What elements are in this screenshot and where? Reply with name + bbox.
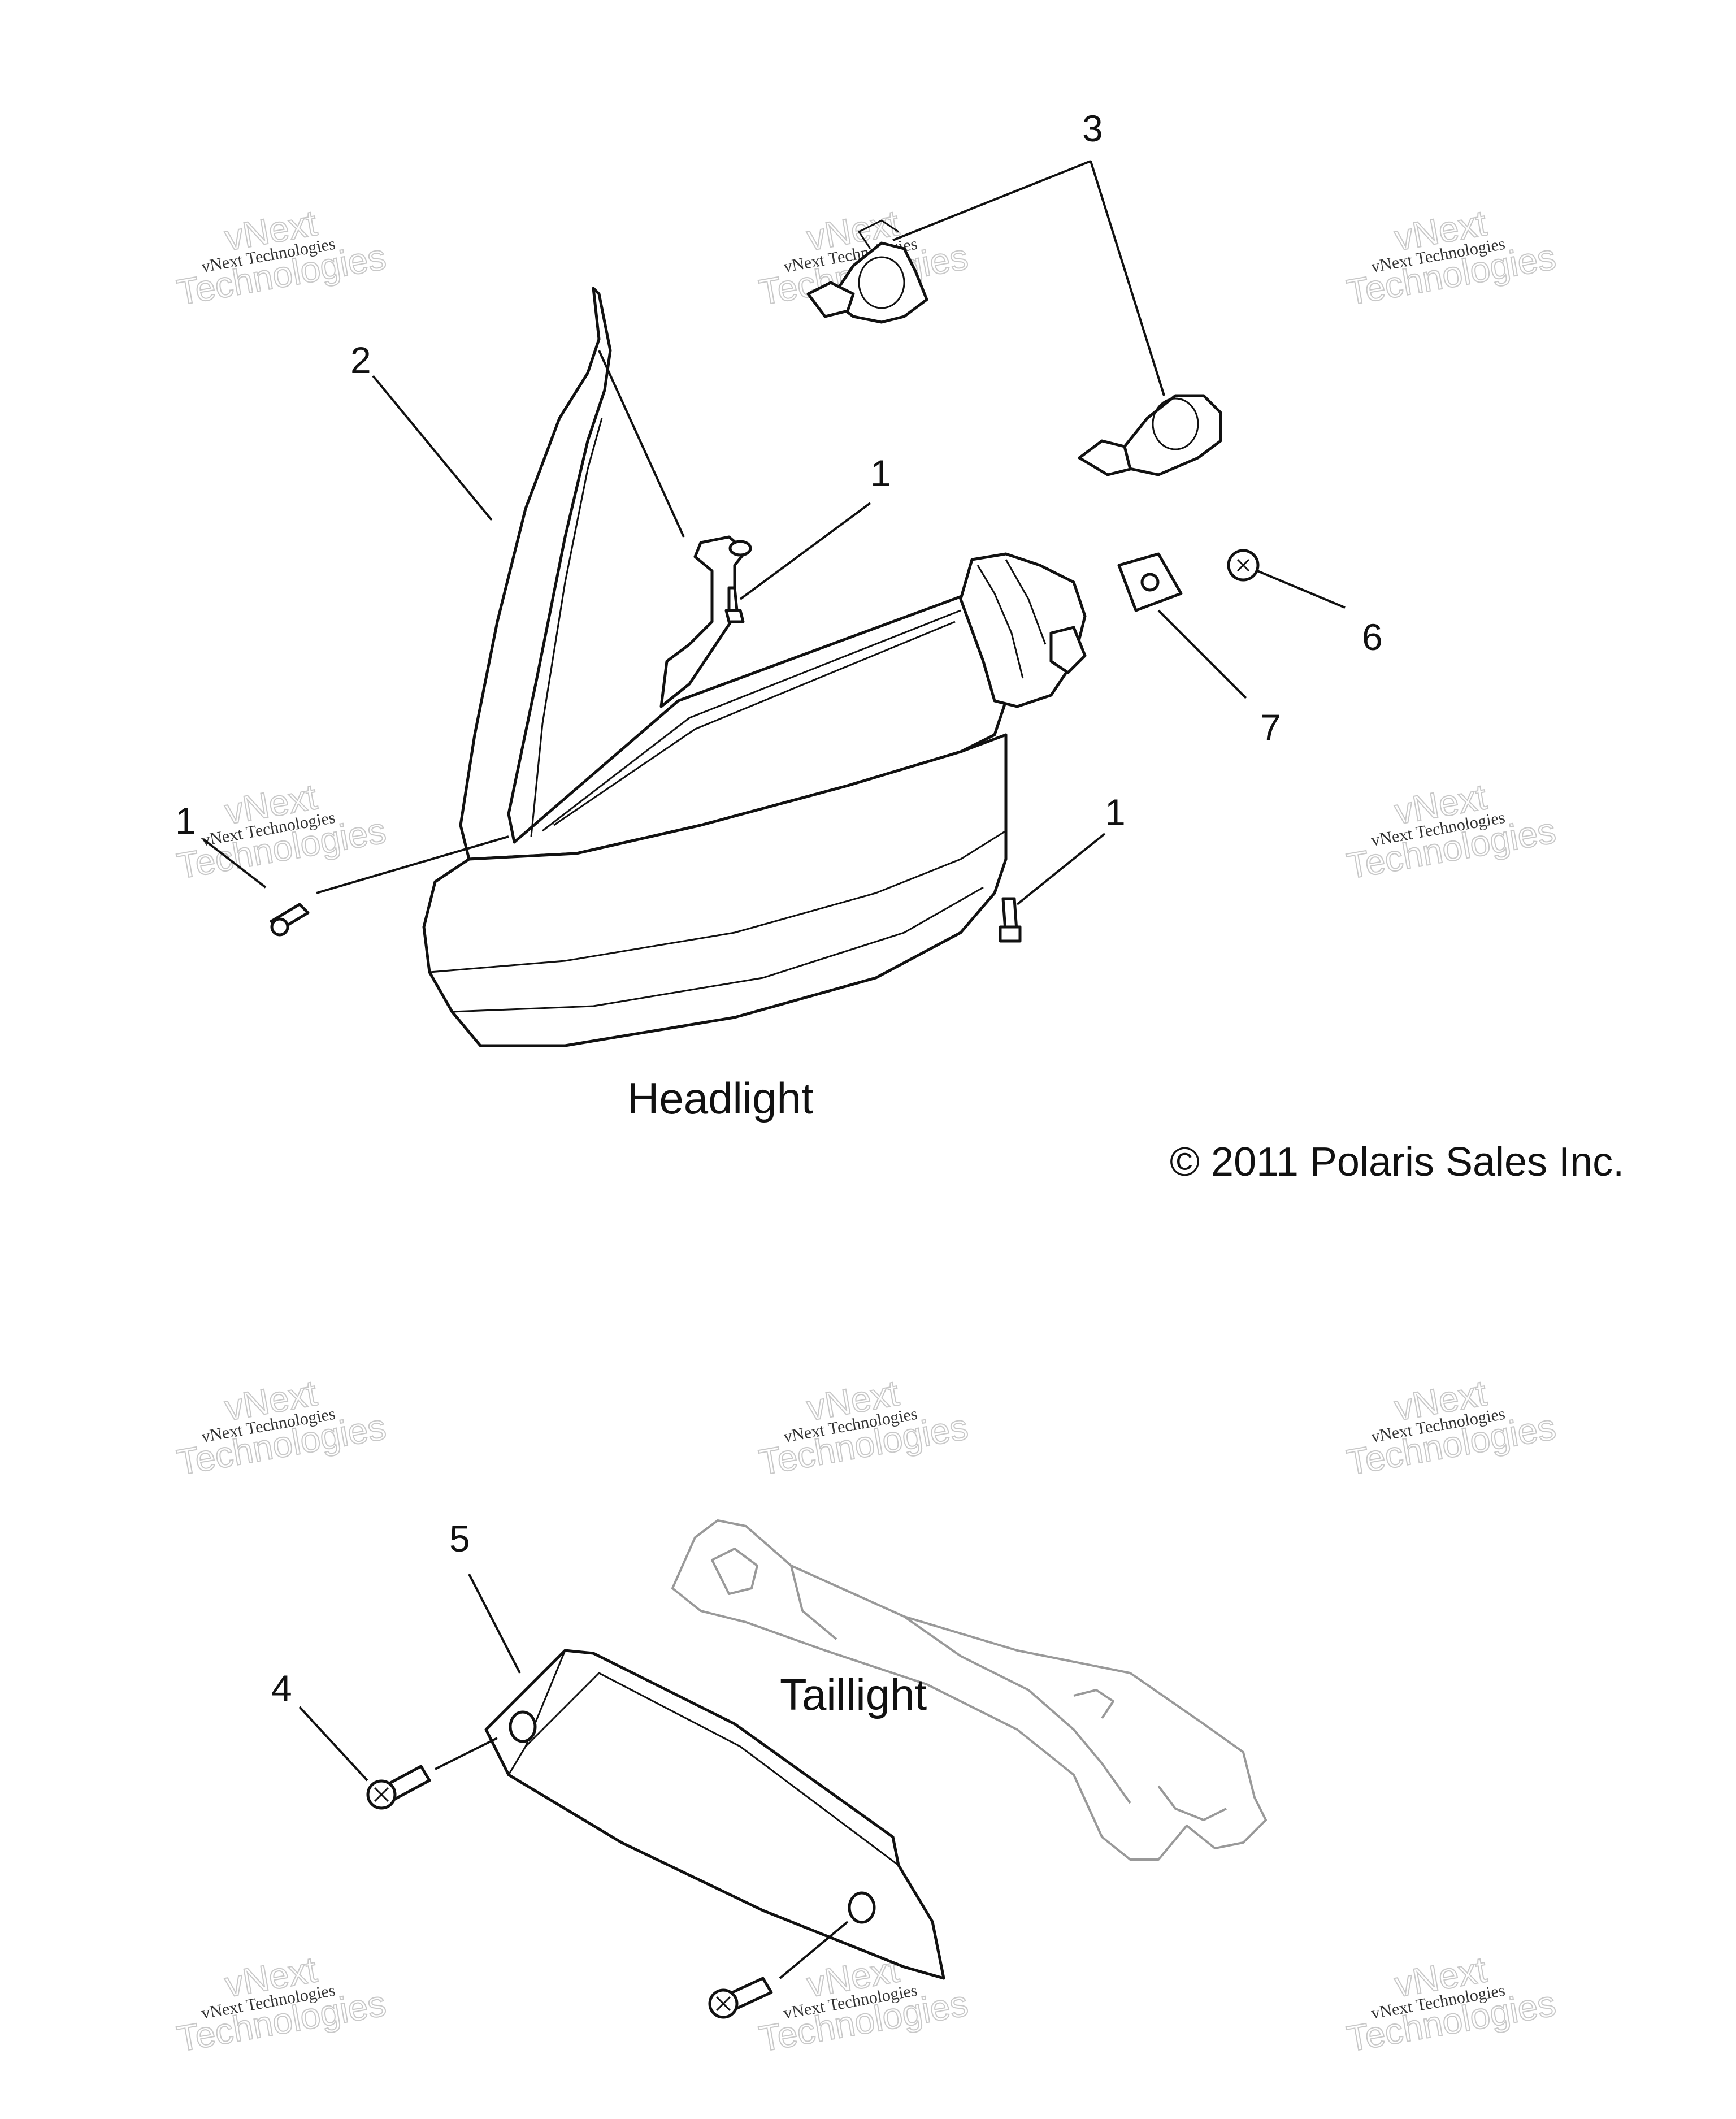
headlight-housing — [422, 287, 1087, 1047]
callout-1: 1 — [1105, 791, 1126, 833]
screw-4-lower — [708, 1977, 773, 2019]
callout-1: 1 — [175, 800, 196, 842]
copyright: © 2011 Polaris Sales Inc. — [1170, 1139, 1624, 1185]
watermark: vNext Technologies vNext Technologies — [756, 1372, 971, 1484]
callout-2: 2 — [350, 339, 371, 381]
watermark: vNext Technologies vNext Technologies — [1343, 202, 1559, 314]
callout-7: 7 — [1260, 707, 1281, 748]
watermark: vNext Technologies vNext Technologies — [173, 1372, 389, 1484]
watermark: vNext Technologies vNext Technologies — [173, 202, 389, 314]
taillight-lens — [484, 1649, 945, 1980]
clip-7 — [1117, 552, 1183, 612]
bulb-upper — [806, 219, 928, 324]
leader-lines-headlight — [202, 160, 1346, 905]
watermark: vNext Technologies vNext Technologies — [1343, 775, 1559, 887]
watermark: vNext Technologies vNext Technologies — [1343, 1372, 1559, 1484]
watermark: vNext Technologies vNext Technologies — [1343, 1948, 1559, 2060]
watermark: vNext Technologies vNext Technologies — [173, 1948, 389, 2060]
callout-5: 5 — [449, 1518, 470, 1559]
screw-1-top — [724, 586, 745, 623]
section-title-taillight: Taillight — [780, 1670, 927, 1719]
screw-4-upper — [366, 1765, 431, 1810]
callout-4: 4 — [271, 1667, 292, 1709]
bolt-6 — [1227, 549, 1260, 582]
section-title-headlight: Headlight — [627, 1073, 814, 1123]
watermark: vNext Technologies vNext Technologies — [173, 775, 389, 887]
screw-1-right — [999, 897, 1022, 943]
leader-lines-taillight — [298, 1574, 849, 1979]
bulb-lower — [1078, 394, 1222, 476]
callout-3: 3 — [1082, 107, 1103, 149]
callout-6: 6 — [1362, 616, 1383, 658]
rear-frame-ghost — [671, 1519, 1267, 1861]
screw-1-left — [270, 903, 310, 937]
callout-1: 1 — [870, 452, 891, 494]
